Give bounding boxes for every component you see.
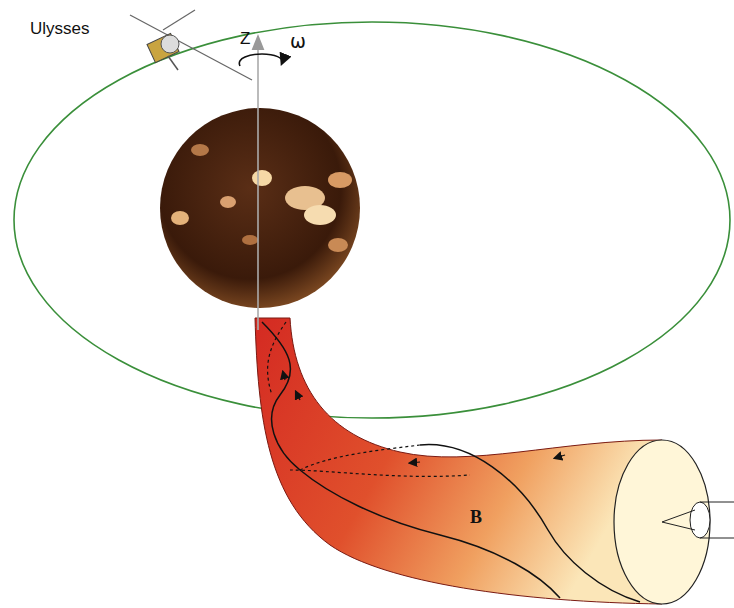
- field-label: B: [470, 508, 482, 526]
- flux-tube: [255, 318, 734, 604]
- orbit: [14, 22, 730, 418]
- rotation-arrow: [239, 54, 282, 66]
- sun: [160, 108, 360, 308]
- spacecraft: [130, 10, 252, 80]
- spacecraft-name: Ulysses: [30, 20, 90, 37]
- axis-label: Z: [240, 30, 250, 47]
- rotation-axis: [257, 42, 259, 330]
- angular-velocity-label: ω: [290, 32, 306, 51]
